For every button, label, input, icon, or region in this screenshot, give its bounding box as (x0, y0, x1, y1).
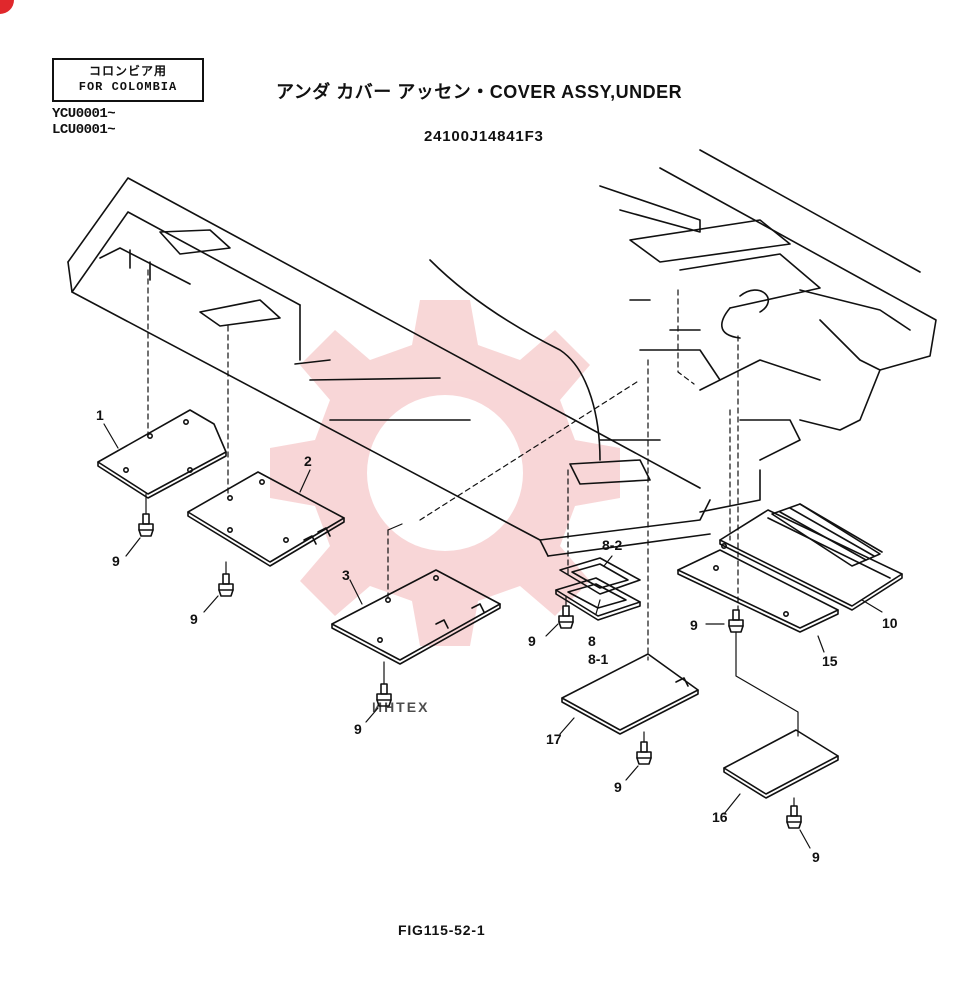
cover-plate-3 (331, 569, 501, 665)
region-label-box: コロンビア用 FOR COLOMBIA (52, 58, 204, 102)
callout-17: 17 (546, 731, 562, 747)
connector-lines (145, 493, 799, 807)
callout-15: 15 (822, 653, 838, 669)
machine-frame (67, 149, 937, 557)
page-title: アンダ カバー アッセン・COVER ASSY,UNDER (276, 82, 683, 102)
callout-9: 9 (812, 849, 820, 865)
bolt-9-icon (728, 609, 744, 633)
callout-3: 3 (342, 567, 350, 583)
leader-lines (103, 423, 883, 849)
callout-9: 9 (112, 553, 120, 569)
bolt-9-icon (138, 513, 154, 537)
part-number: 24100J14841F3 (424, 128, 544, 145)
bolt-9-icon (636, 741, 652, 765)
callout-8: 8 (588, 633, 596, 649)
callout-16: 16 (712, 809, 728, 825)
bolt-9-icon (786, 805, 802, 829)
watermark: ИНТЕХ (270, 300, 620, 715)
callout-9: 9 (690, 617, 698, 633)
serial-ranges: YCU0001~ LCU0001~ (52, 106, 116, 138)
callout-labels: 1 2 3 9 9 9 9 9 9 9 8-2 8 8-1 10 15 17 1… (96, 407, 898, 865)
callout-9: 9 (190, 611, 198, 627)
cover-plate-16 (723, 729, 839, 799)
callout-2: 2 (304, 453, 312, 469)
cover-plate-17 (561, 653, 699, 735)
callout-9: 9 (614, 779, 622, 795)
bolt-9-icon (218, 573, 234, 597)
cover-plate-10 (719, 503, 903, 611)
callout-10: 10 (882, 615, 898, 631)
callout-8-2: 8-2 (602, 537, 622, 553)
region-label-en: FOR COLOMBIA (78, 80, 178, 94)
figure-id: FIG115-52-1 (398, 922, 486, 938)
callout-1: 1 (96, 407, 104, 423)
region-label-jp: コロンビア用 (88, 65, 167, 79)
cover-plate-15 (677, 549, 839, 633)
watermark-text: ИНТЕХ (372, 699, 429, 715)
callout-9: 9 (528, 633, 536, 649)
cover-plate-2 (187, 471, 345, 567)
cover-plate-1 (97, 409, 227, 499)
callout-9: 9 (354, 721, 362, 737)
serial-range-1: YCU0001~ (52, 106, 116, 122)
serial-range-2: LCU0001~ (52, 122, 116, 138)
bolt-9-set (138, 513, 802, 829)
alignment-lines (147, 269, 739, 661)
callout-8-1: 8-1 (588, 651, 608, 667)
plate-8-assembly (555, 557, 641, 621)
